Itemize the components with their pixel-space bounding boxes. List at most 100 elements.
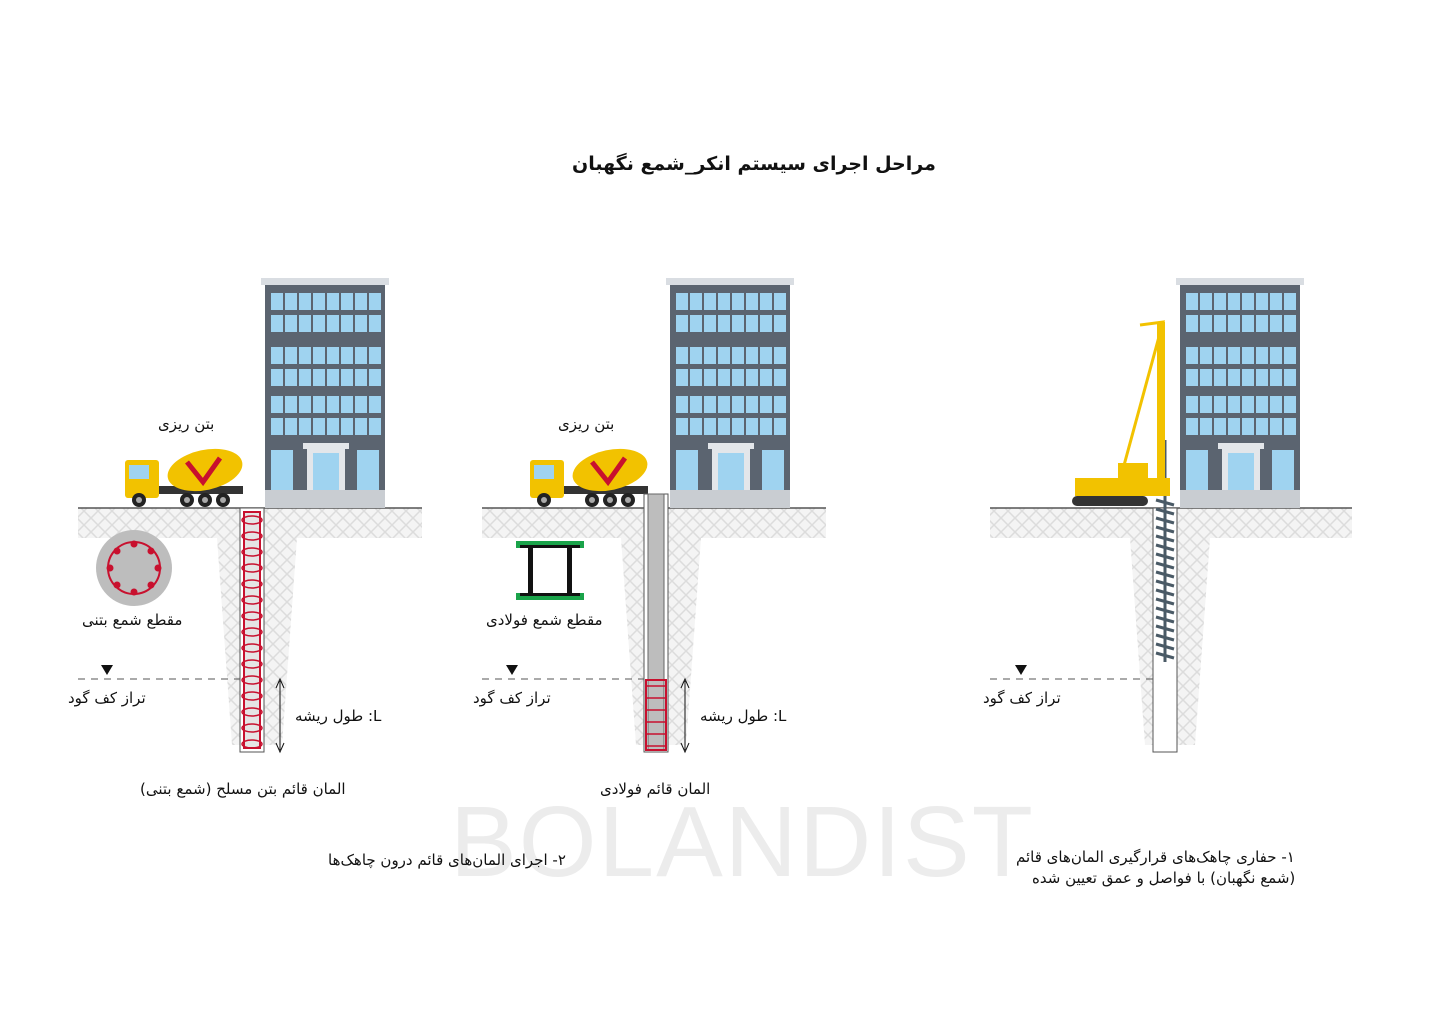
building-window (327, 347, 339, 364)
rebar-tie (241, 595, 263, 605)
building-window (1242, 396, 1254, 413)
plate (520, 545, 580, 548)
left-length-label: L: طول ریشه (295, 707, 382, 725)
building-window (1200, 369, 1212, 386)
building-window (1186, 450, 1208, 490)
root-length-arrow-icon (680, 677, 690, 754)
building-window (357, 450, 379, 490)
building-window (1270, 369, 1282, 386)
building-window (369, 347, 381, 364)
building-window (355, 369, 367, 386)
steel-pile-section-icon (516, 541, 584, 600)
building-window (760, 418, 772, 435)
building-window (271, 450, 293, 490)
building-window (1242, 369, 1254, 386)
building-window (313, 369, 325, 386)
building-window (285, 418, 297, 435)
building-window (1242, 347, 1254, 364)
building-window (774, 347, 786, 364)
building-window (718, 396, 730, 413)
entrance-door (1228, 453, 1254, 490)
level-marker-icon (1015, 665, 1027, 675)
level-marker-icon (506, 665, 518, 675)
building-window (327, 293, 339, 310)
level-marker-icon (101, 665, 113, 675)
building-window (1228, 418, 1240, 435)
building-window (676, 369, 688, 386)
step1-caption-line1: ۱- حفاری چاهک‌های قرارگیری المان‌های قائ… (1016, 848, 1295, 866)
left-level-label: تراز کف گود (68, 689, 146, 707)
concrete-root (645, 679, 667, 751)
piling-rig-icon (1072, 320, 1170, 506)
rig-cab (1118, 463, 1148, 481)
building-window (327, 396, 339, 413)
building-window (313, 293, 325, 310)
middle-length-label: L: طول ریشه (700, 707, 787, 725)
building-window (299, 418, 311, 435)
entrance-door (718, 453, 744, 490)
building-window (1200, 396, 1212, 413)
building-window (1228, 396, 1240, 413)
building-window (746, 369, 758, 386)
building-window (746, 293, 758, 310)
building-window (299, 396, 311, 413)
building-window (760, 293, 772, 310)
rebar-tie (241, 547, 263, 557)
building-window (732, 418, 744, 435)
building-window (1284, 293, 1296, 310)
building-window (704, 396, 716, 413)
building-window (1228, 369, 1240, 386)
building-window (1214, 418, 1226, 435)
building-window (718, 347, 730, 364)
building-window (355, 396, 367, 413)
building-window (1242, 315, 1254, 332)
rig-mast (1157, 322, 1165, 492)
building-window (1242, 418, 1254, 435)
building-window (732, 396, 744, 413)
building-window (1270, 347, 1282, 364)
building-window (1256, 315, 1268, 332)
building-base (265, 490, 385, 508)
building-window (676, 293, 688, 310)
left-element-label: المان قائم بتن مسلح (شمع بتنی) (140, 780, 346, 798)
building-window (341, 293, 353, 310)
web (528, 548, 533, 593)
building-window (1228, 347, 1240, 364)
rebar-tie (241, 675, 263, 685)
rebar-tie (241, 611, 263, 621)
rebar-tie (241, 691, 263, 701)
steel-pile (647, 493, 665, 751)
building-window (774, 418, 786, 435)
building-window (369, 315, 381, 332)
building-window (746, 396, 758, 413)
left-section-label: مقطع شمع بتنی (82, 611, 183, 629)
building-window (285, 369, 297, 386)
entrance-door (313, 453, 339, 490)
building-window (690, 315, 702, 332)
building-window (1214, 315, 1226, 332)
building-window (1214, 293, 1226, 310)
step1-caption-line2: (شمع نگهبان) با فواصل و عمق تعیین شده (1032, 869, 1296, 887)
building-window (369, 418, 381, 435)
building-window (732, 369, 744, 386)
page-title: مراحل اجرای سیستم انکر_شمع نگهبان (572, 153, 936, 175)
building-window (285, 396, 297, 413)
building-window (341, 315, 353, 332)
building-window (1272, 450, 1294, 490)
building-window (271, 315, 283, 332)
building-window (285, 315, 297, 332)
rebar-tie (241, 659, 263, 669)
building-window (774, 369, 786, 386)
building-window (327, 315, 339, 332)
building-window (299, 347, 311, 364)
building-window (718, 315, 730, 332)
building-window (732, 293, 744, 310)
building-window (369, 369, 381, 386)
building-window (299, 369, 311, 386)
building-window (676, 396, 688, 413)
building-window (313, 347, 325, 364)
building-window (718, 418, 730, 435)
building-window (271, 347, 283, 364)
building-window (1256, 347, 1268, 364)
